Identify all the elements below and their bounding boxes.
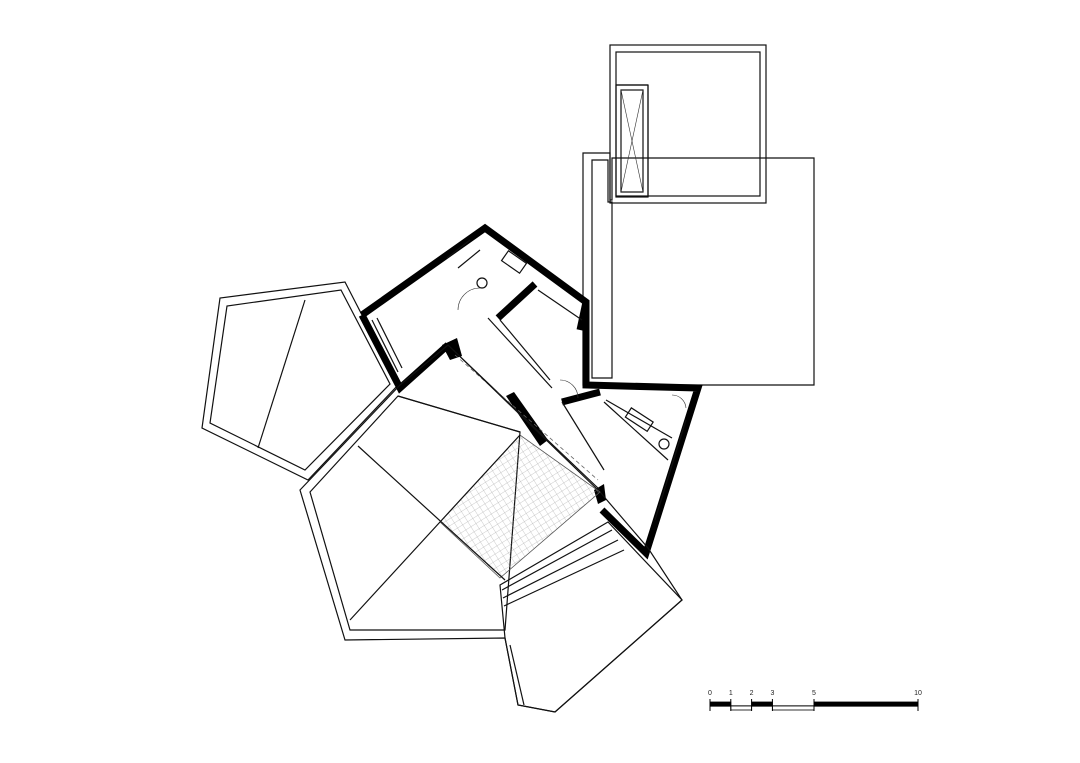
scale-bar-label: 2 [750,690,754,697]
roof-light-well [609,44,767,204]
scale-bar: 0 1 2 3 5 10 [708,690,922,711]
scale-bar-segment [709,701,732,707]
scale-bar-segment [813,701,919,707]
scale-bar-segment [730,705,752,711]
lower-terraces [299,344,683,713]
scale-bar-label: 3 [770,690,774,697]
scale-bar-label: 0 [708,690,712,697]
scale-bar-segment [772,705,815,711]
upper-roof-block [582,152,815,386]
central-wing [358,223,703,560]
scale-bar-segment [751,701,773,707]
scale-bar-label: 10 [914,690,922,697]
scale-bar-label: 1 [729,690,733,697]
scale-bar-label: 5 [812,690,816,697]
